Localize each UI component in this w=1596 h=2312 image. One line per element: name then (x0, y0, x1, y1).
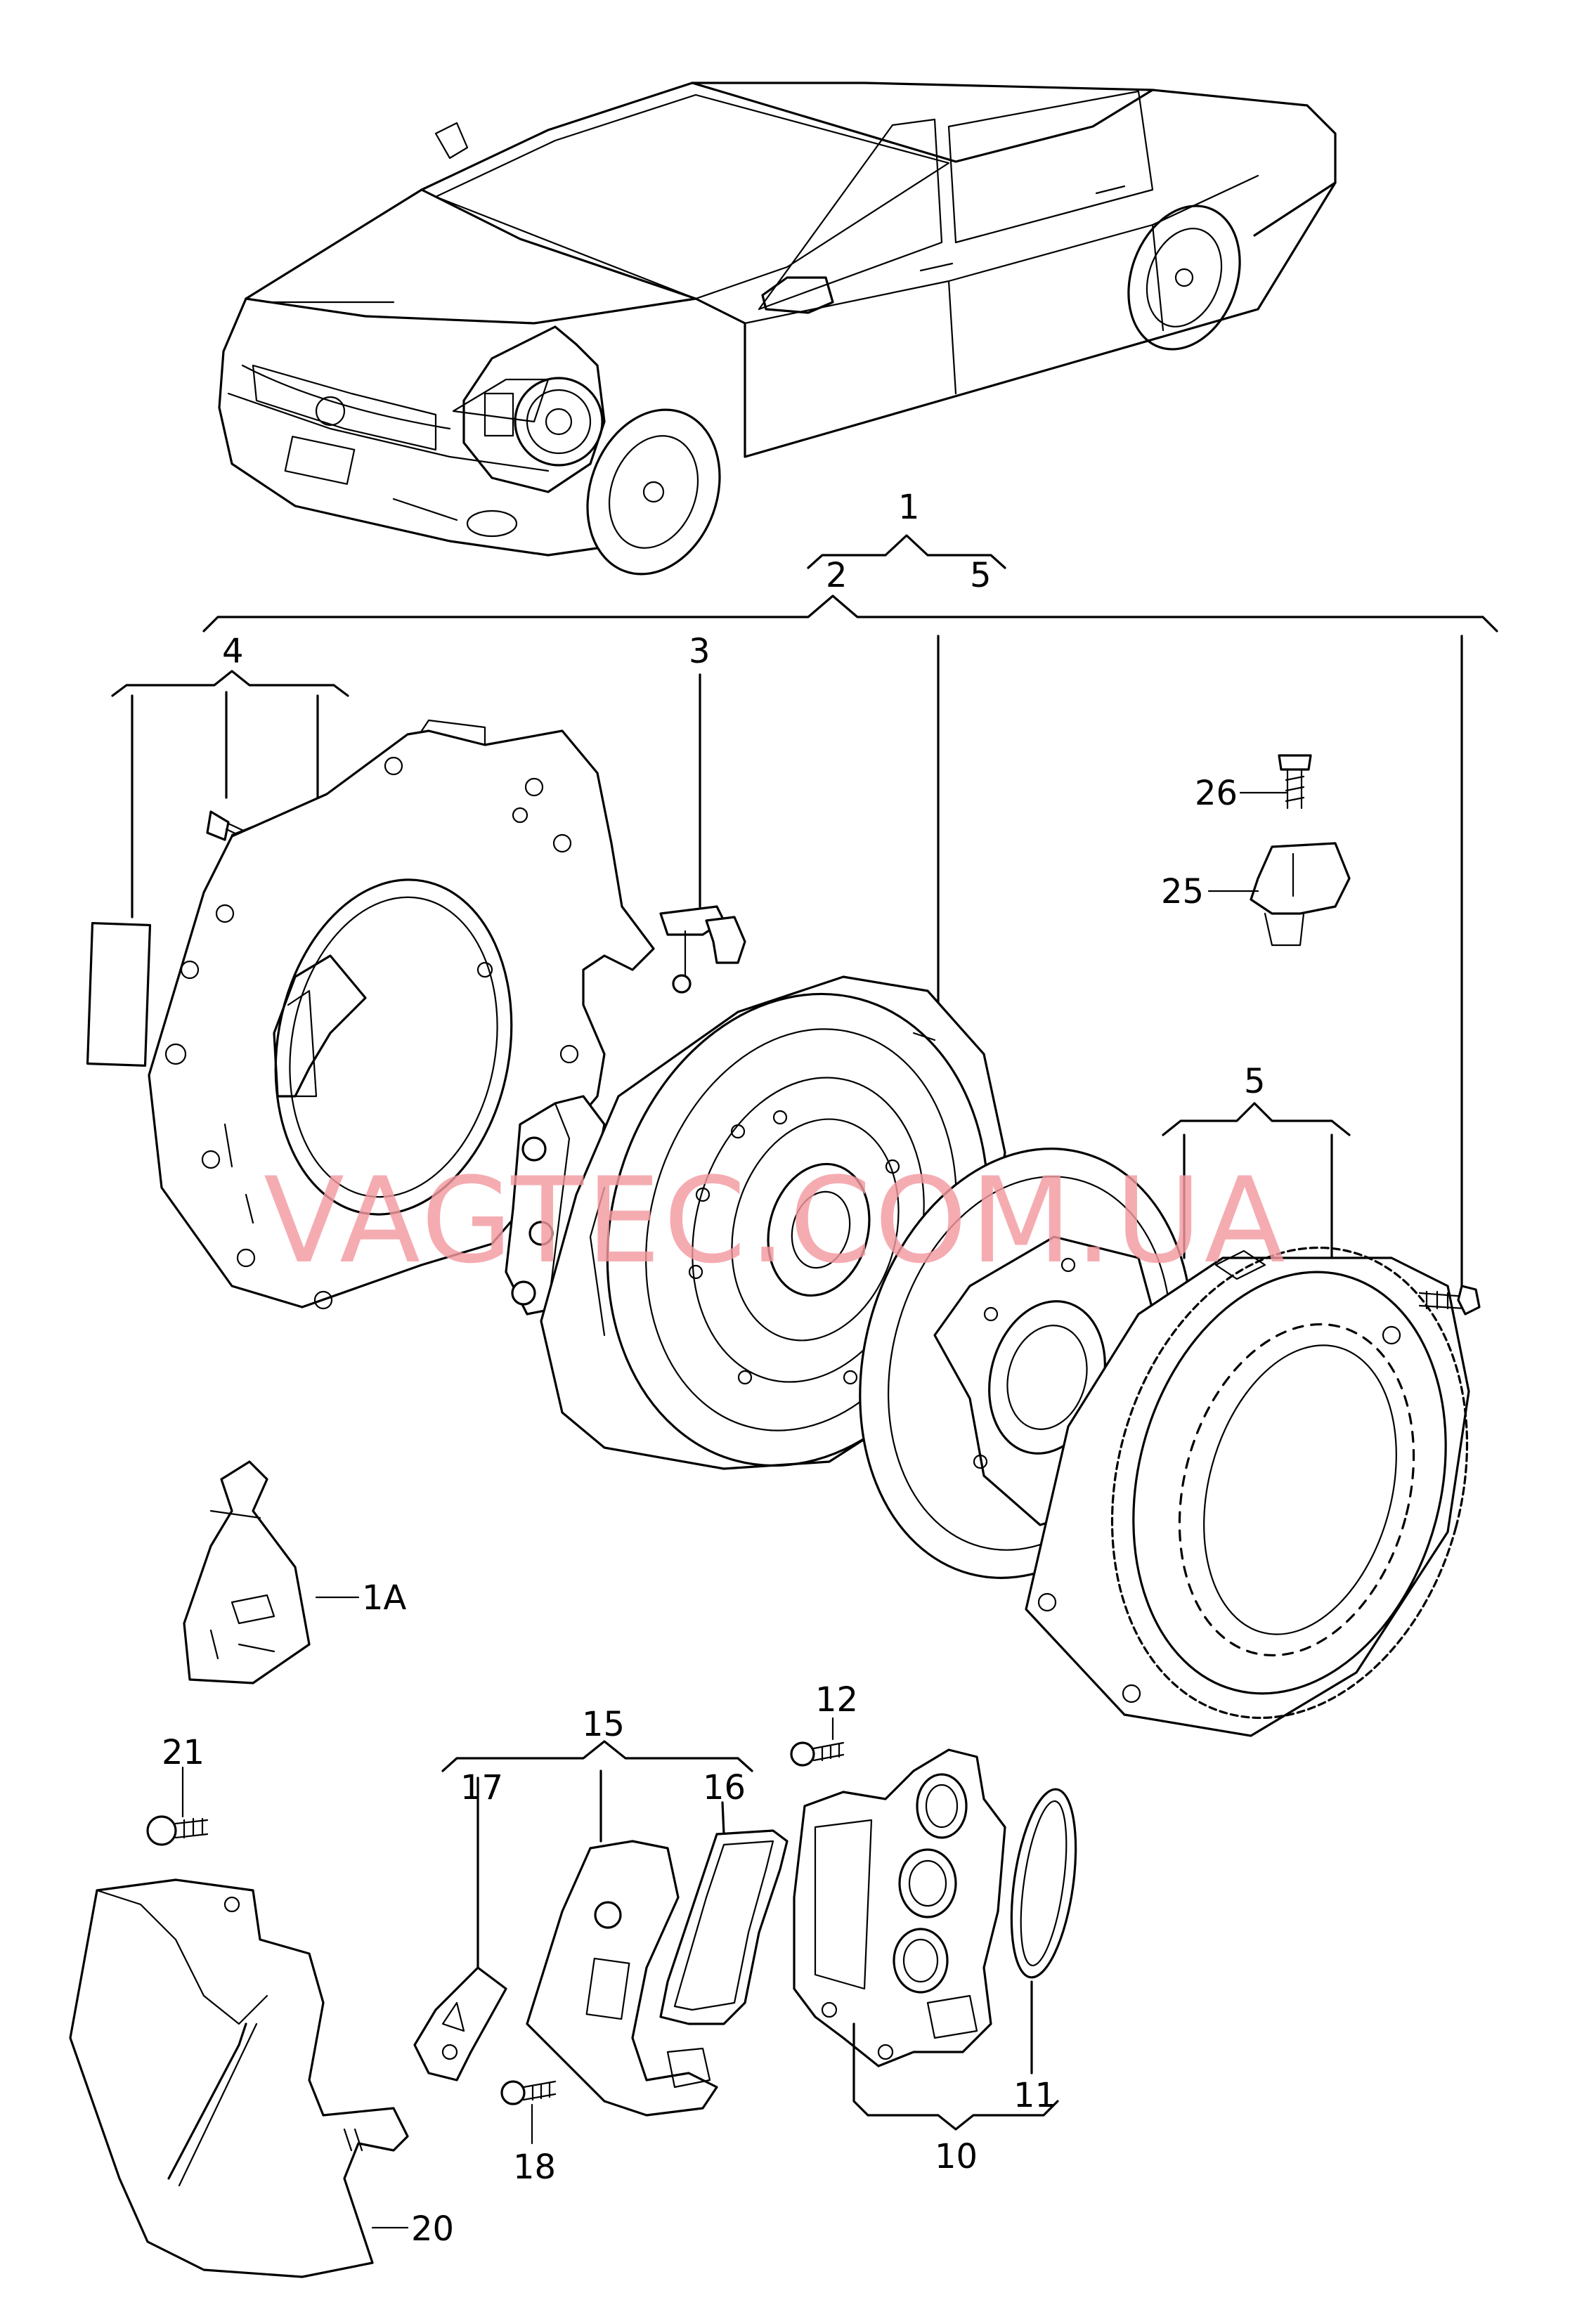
group-bracket-10 (852, 2022, 1059, 2131)
callout-10: 10 (935, 2137, 978, 2176)
callout-20: 20 (411, 2209, 454, 2249)
callout-21: 21 (162, 1733, 205, 1772)
callout-17: 17 (460, 1768, 503, 1807)
group-bracket-15 (441, 1740, 753, 1772)
callout-16: 16 (703, 1768, 746, 1807)
callout-25: 25 (1161, 872, 1204, 911)
heat-shield (69, 1878, 409, 2278)
callout-5: 5 (1244, 1062, 1266, 1101)
callout-15: 15 (582, 1705, 625, 1744)
watermark: VAGTEC.COM.UA (264, 1152, 1288, 1290)
small-parts-bag (183, 1460, 360, 1684)
callout-11: 11 (1013, 2076, 1056, 2115)
callout-5-upper: 5 (970, 556, 992, 595)
motor-location-highlight (462, 325, 606, 493)
bolt-12 (790, 1717, 845, 1767)
callout-2-upper: 2 (826, 556, 848, 595)
front-wheel (586, 408, 721, 576)
gear-ring (1025, 1246, 1470, 1737)
group-bracket-4 (111, 670, 349, 697)
warning-label (413, 1966, 507, 2082)
bracket (505, 1095, 606, 1316)
coolant-housing (793, 1748, 1006, 2067)
callout-4: 4 (222, 632, 244, 671)
bolt-26 (1239, 754, 1312, 810)
group-bracket-2 (202, 595, 1498, 632)
callout-12: 12 (815, 1680, 858, 1720)
rotor-position-sensor (659, 905, 746, 994)
bolt-21 (146, 1766, 209, 1846)
callout-1A: 1A (362, 1578, 407, 1618)
group-bracket-1 (807, 534, 1006, 569)
label-plate (86, 922, 152, 1067)
bolt-18 (500, 2080, 557, 2145)
cover-15 (526, 1840, 718, 2117)
leader-line-16 (721, 1801, 725, 1836)
callout-1: 1 (898, 488, 920, 527)
callout-numbers: 1 2 5 2 3 4 26 25 5 1A 12 21 15 17 16 11… (162, 488, 1266, 2249)
vehicle-location-view (218, 82, 1337, 576)
connector-25 (1207, 842, 1351, 947)
callout-18: 18 (513, 2148, 556, 2187)
callout-26: 26 (1195, 774, 1238, 813)
o-ring-11 (1010, 1788, 1077, 1979)
group-bracket-5 (1162, 1102, 1351, 1136)
callout-3: 3 (689, 632, 711, 671)
rear-wheel (1127, 204, 1241, 351)
seal-16 (659, 1829, 789, 2025)
bolt (1418, 1285, 1481, 1316)
